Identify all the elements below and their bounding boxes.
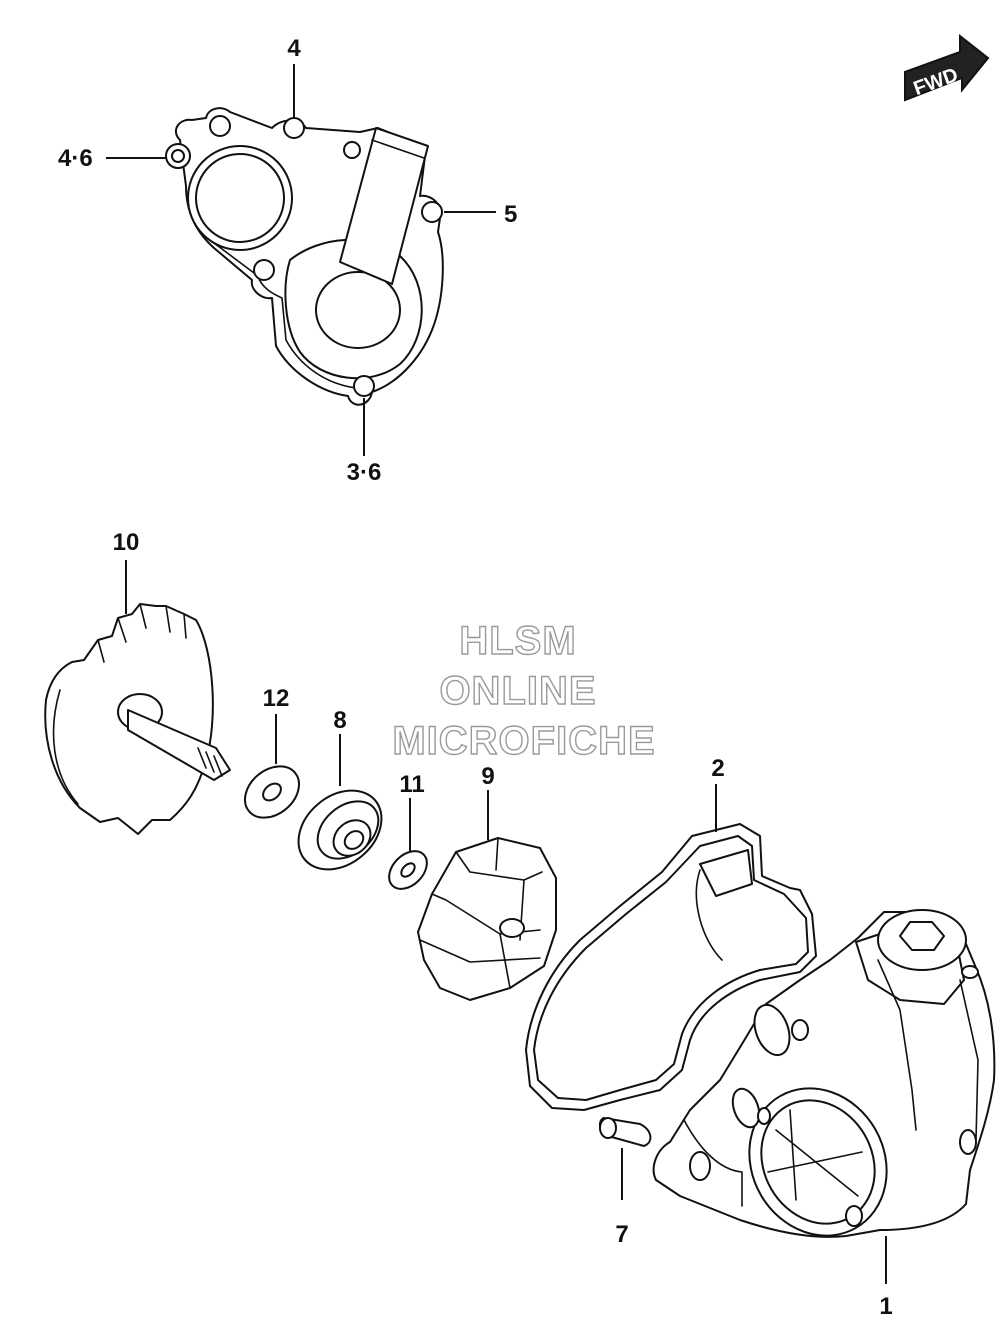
callout-4-6: 4·6: [58, 145, 93, 172]
callout-12: 12: [263, 685, 290, 712]
washer-11: [388, 850, 428, 890]
callout-5: 5: [504, 201, 517, 228]
watermark-line-1: HLSM: [459, 619, 576, 663]
watermark: HLSM ONLINE MICROFICHE: [392, 618, 656, 763]
callout-3-6: 3·6: [347, 459, 382, 486]
callout-8: 8: [333, 707, 346, 734]
washer-12: [244, 765, 300, 819]
callout-10: 10: [113, 529, 140, 556]
watermark-line-3: MICROFICHE: [392, 719, 655, 763]
impeller-9: [417, 837, 557, 1001]
callout-7: 7: [615, 1221, 628, 1248]
callout-9: 9: [481, 763, 494, 790]
pump-body-1: [652, 909, 996, 1238]
watermark-line-2: ONLINE: [439, 669, 596, 713]
dowel-pin-7: [598, 1117, 652, 1147]
callout-4: 4: [287, 35, 301, 62]
fwd-direction-badge: FWD: [904, 33, 990, 102]
mechanical-seal-8: [297, 789, 383, 871]
impeller-shaft-gear: [44, 603, 231, 835]
callout-1: 1: [879, 1293, 892, 1320]
callout-2: 2: [711, 755, 724, 782]
gasket-2: [525, 823, 817, 1111]
callout-labels: 4 4·6 5 3·6 10 12 8 11 9 2 7 1: [58, 35, 893, 1320]
leader-lines: [106, 64, 887, 1284]
callout-11: 11: [399, 771, 424, 798]
pump-cover: [165, 107, 444, 406]
